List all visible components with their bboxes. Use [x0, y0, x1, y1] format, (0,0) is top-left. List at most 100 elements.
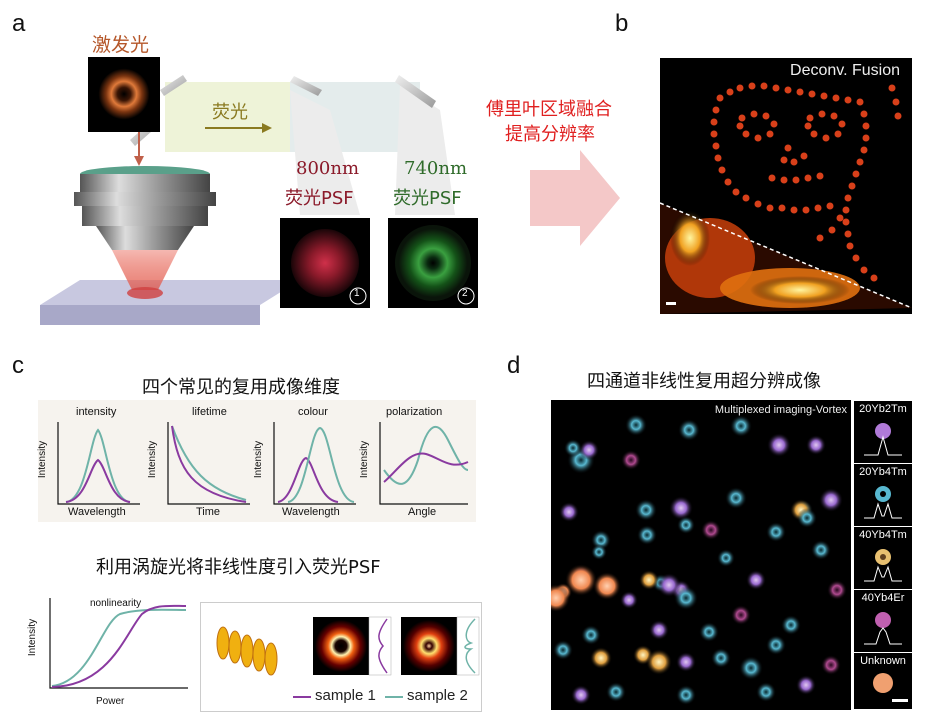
- psf-sample2-profile-box: [456, 616, 480, 676]
- psf-sample1-ring: [315, 620, 367, 672]
- panel-letter-b: b: [615, 10, 629, 37]
- particle-field: [551, 414, 847, 705]
- legend-label-sample1: sample 1: [315, 687, 376, 704]
- excitation-arrow-head: [134, 156, 144, 166]
- mirror-2: [290, 76, 322, 96]
- scale-bar: [666, 302, 676, 305]
- sample-stage-top: [40, 280, 300, 305]
- channel-psf: [864, 486, 902, 519]
- psf2-index-circle: [457, 287, 475, 305]
- fusion-text-line1: 傅里叶区域融合: [486, 99, 612, 120]
- psf2-donut: [395, 225, 471, 301]
- mirror-1: [160, 75, 187, 96]
- plot-axes: [57, 422, 468, 505]
- panel-c-plots-svg: [57, 422, 469, 505]
- lifetime-curve-sample1: [171, 425, 247, 503]
- plot4-title: polarization: [386, 406, 443, 418]
- channel-psf: [864, 549, 902, 582]
- objective-ring-1: [80, 174, 210, 192]
- polarization-curve-sample2: [383, 425, 469, 485]
- nonlinearity-svg: [49, 598, 188, 689]
- psf2-index: 2: [462, 288, 468, 299]
- channel-40Yb4Tm: 40Yb4Tm: [853, 526, 913, 590]
- channel-label: 40Yb4Er: [861, 592, 905, 604]
- polarization-curve-sample1: [383, 452, 469, 483]
- multiplexed-svg: [551, 414, 847, 705]
- panel-c-title2: 利用涡旋光将非线性度引入荧光PSF: [96, 557, 381, 578]
- fluorescence-path-band: [165, 82, 290, 152]
- fusion-glow-4: [670, 210, 710, 266]
- panel-letter-d: d: [507, 352, 521, 379]
- panel-b-svg: [660, 82, 912, 314]
- psf-sample2-ring: [403, 620, 455, 672]
- split-line: [660, 202, 912, 309]
- nonlinearity-title: nonlinearity: [90, 598, 142, 609]
- nonlinearity-axes: [49, 598, 188, 689]
- channel-psf: [873, 673, 908, 702]
- nonlinearity-plot: nonlinearity Intensity Power: [27, 592, 190, 712]
- beam-to-psf2: [395, 85, 455, 215]
- nonlinearity-ylabel: Intensity: [27, 618, 39, 657]
- plot4-ylabel: Intensity: [359, 440, 371, 479]
- psf1-blob: [291, 229, 359, 297]
- fluorescence-arrow-head: [262, 123, 272, 133]
- nonlinearity-curve-sample1: [51, 604, 187, 688]
- channel-psf: [864, 612, 902, 645]
- plot4-xlabel: Angle: [408, 506, 437, 518]
- vortex-svg: [216, 616, 480, 698]
- panel-d-title: 四通道非线性复用超分辨成像: [587, 371, 821, 392]
- vortex-beam-icon: [216, 626, 278, 676]
- fusion-arrow-shape: [530, 150, 620, 246]
- panel-a: 激发光 荧光 800nm 荧光PSF 740nm 荧光PSF 1 2: [0, 0, 500, 340]
- channel-20Yb4Tm: 20Yb4Tm: [853, 463, 913, 527]
- channel-psf: [864, 423, 902, 456]
- objective-body: [82, 206, 208, 226]
- plot3-title: colour: [298, 406, 328, 418]
- plot2-xlabel: Time: [196, 506, 221, 518]
- fluorescence-label: 荧光: [212, 102, 248, 123]
- lifetime-curve-sample2: [171, 425, 247, 501]
- multiplexed-overlay-label: Multiplexed imaging-Vortex: [714, 404, 847, 416]
- channel-label: 20Yb2Tm: [859, 403, 907, 415]
- psf1-wavelength: 800nm: [296, 158, 360, 179]
- psf1-index: 1: [354, 288, 360, 299]
- psf-sample1-profile: [378, 618, 388, 674]
- psf2-wavelength: 740nm: [404, 158, 468, 179]
- plot3-xlabel: Wavelength: [282, 506, 340, 518]
- fusion-text-line2: 提高分辨率: [505, 124, 595, 145]
- objective-ring-2: [74, 192, 216, 206]
- beam-to-psf1: [290, 90, 360, 215]
- fusion-glow-3: [750, 276, 850, 304]
- plot1-xlabel: Wavelength: [68, 506, 126, 518]
- channel-label: 40Yb4Tm: [859, 529, 907, 541]
- excitation-donut-psf: [94, 64, 154, 124]
- channel-20Yb2Tm: 20Yb2Tm: [853, 400, 913, 464]
- plot2-title: lifetime: [192, 406, 227, 418]
- panel-letter-c: c: [12, 352, 24, 379]
- focal-spot: [127, 287, 163, 299]
- panel-letter-a: a: [12, 10, 26, 37]
- colour-curve-sample2: [287, 426, 355, 503]
- legend-label-sample2: sample 2: [407, 687, 468, 704]
- vortex-box: sample 1 sample 2: [200, 602, 482, 712]
- channel-unknown: Unknown: [853, 652, 913, 710]
- channel-label: Unknown: [860, 655, 906, 667]
- fusion-arrow: [530, 150, 620, 246]
- mirror-3: [395, 75, 436, 108]
- psf2-title: 荧光PSF: [393, 188, 462, 209]
- panel-c-plots: intensity lifetime colour polarization I…: [37, 400, 476, 522]
- objective-tip: [96, 226, 194, 250]
- intensity-curve-sample2: [65, 428, 131, 503]
- plot1-title: intensity: [76, 406, 117, 418]
- channel-label: 20Yb4Tm: [859, 466, 907, 478]
- dot-pattern: [710, 82, 902, 282]
- nonlinearity-curve-sample2: [51, 608, 187, 687]
- plot1-ylabel: Intensity: [37, 440, 49, 479]
- excitation-beam-cone: [112, 250, 178, 290]
- psf1-title: 荧光PSF: [285, 188, 354, 209]
- panel-c-title1: 四个常见的复用成像维度: [142, 377, 340, 398]
- psf-sample1-profile-box: [368, 616, 392, 676]
- channel-40Yb4Er: 40Yb4Er: [853, 589, 913, 653]
- psf-sample2-profile: [464, 618, 476, 674]
- intensity-curve-sample1: [65, 458, 131, 503]
